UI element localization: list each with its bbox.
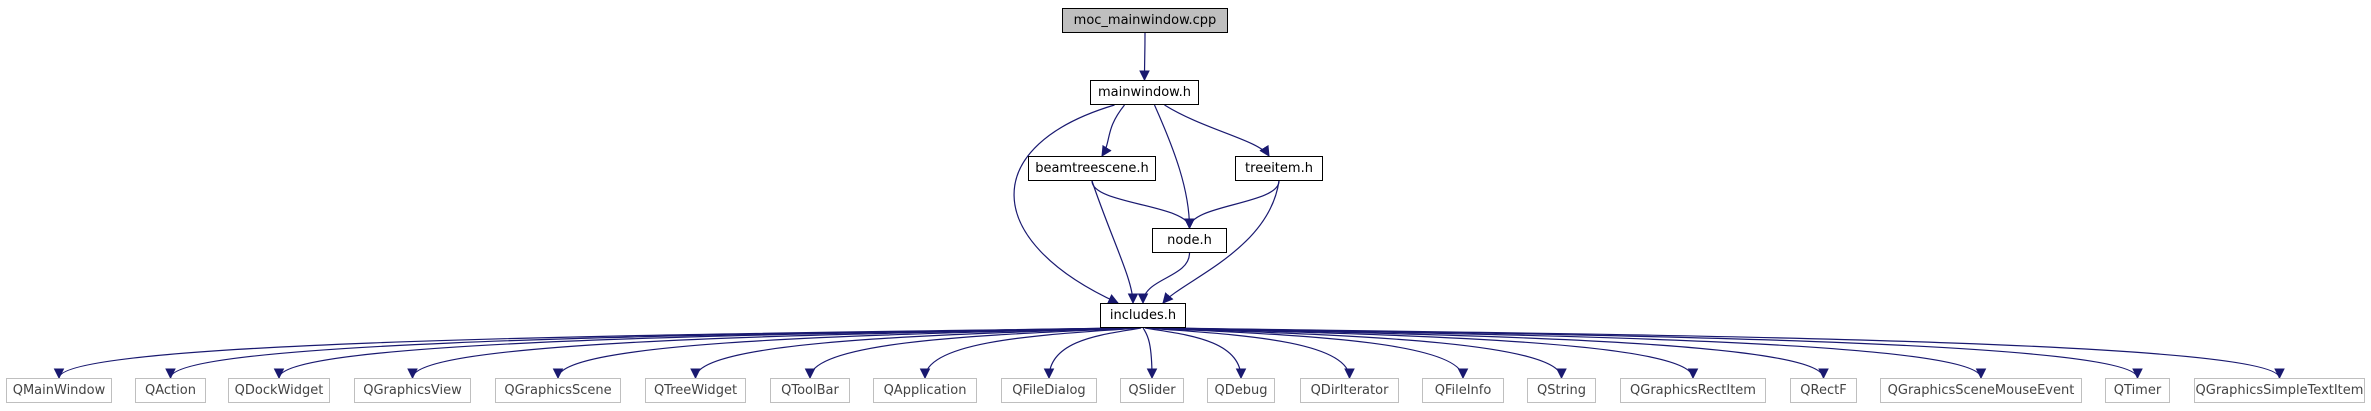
- node-qfileinfo: QFileInfo: [1422, 378, 1504, 403]
- edge-includes-to-qdebug: [1144, 327, 1247, 380]
- edge-treeitem-to-includes: [1162, 180, 1280, 304]
- node-treeitem-h[interactable]: treeitem.h: [1235, 156, 1323, 181]
- node-beamtreescene-h[interactable]: beamtreescene.h: [1028, 156, 1156, 181]
- node-qdiriterator: QDirIterator: [1300, 378, 1399, 403]
- node-qgraphicsrectitem: QGraphicsRectItem: [1620, 378, 1766, 403]
- node-qapplication: QApplication: [873, 378, 977, 403]
- edge-beamtree-to-includes: [1091, 180, 1139, 305]
- edge-includes-to-qgraphicssimpletextitem: [1165, 327, 2285, 380]
- node-qtreewidget: QTreeWidget: [645, 378, 746, 403]
- edge-includes-to-qdiriterator: [1147, 327, 1355, 380]
- node-qfiledialog: QFileDialog: [1001, 378, 1097, 403]
- edge-includes-to-qapplication: [919, 327, 1139, 380]
- node-qdebug: QDebug: [1207, 378, 1275, 403]
- edge-moc-to-mainwindow: [1139, 32, 1150, 82]
- edge-includes-to-qslider: [1142, 327, 1158, 380]
- edge-mainwindow-to-beamtree: [1101, 104, 1125, 157]
- edge-includes-to-qgraphicsscene: [552, 327, 1132, 380]
- edge-includes-to-qfiledialog: [1043, 327, 1142, 380]
- edge-node-to-includes: [1137, 252, 1191, 305]
- node-qgraphicsview: QGraphicsView: [354, 378, 471, 403]
- node-qtoolbar: QToolBar: [770, 378, 850, 403]
- edge-includes-to-qfileinfo: [1149, 327, 1469, 380]
- edge-mainwindow-to-treeitem: [1164, 104, 1270, 157]
- node-mainwindow-h[interactable]: mainwindow.h: [1090, 80, 1199, 105]
- edge-includes-to-qgraphicsview: [407, 327, 1129, 380]
- node-qgraphicsscene: QGraphicsScene: [495, 378, 621, 403]
- node-qstring: QString: [1527, 378, 1596, 403]
- edge-includes-to-qtoolbar: [804, 327, 1137, 380]
- node-node-h[interactable]: node.h: [1152, 228, 1227, 253]
- node-qslider: QSlider: [1120, 378, 1184, 403]
- node-qdockwidget: QDockWidget: [228, 378, 330, 403]
- edge-includes-to-qtreewidget: [690, 327, 1135, 380]
- edge-includes-to-qrectf: [1156, 327, 1829, 380]
- node-moc-mainwindow-cpp[interactable]: moc_mainwindow.cpp: [1062, 8, 1228, 33]
- node-qaction: QAction: [135, 378, 206, 403]
- node-qtimer: QTimer: [2105, 378, 2170, 403]
- edge-includes-to-qstring: [1151, 327, 1567, 380]
- node-qrectf: QRectF: [1790, 378, 1857, 403]
- node-qgraphicssimpletextitem: QGraphicsSimpleTextItem: [2194, 378, 2365, 403]
- edge-treeitem-to-node: [1184, 180, 1280, 230]
- edge-includes-to-qmainwindow: [53, 327, 1122, 380]
- node-qmainwindow: QMainWindow: [6, 378, 112, 403]
- node-includes-h[interactable]: includes.h: [1100, 303, 1186, 328]
- edge-mainwindow-to-node: [1153, 104, 1195, 230]
- node-qgraphicsscenemouseevent: QGraphicsSceneMouseEvent: [1880, 378, 2082, 403]
- edge-mainwindow-to-includes: [1013, 104, 1119, 304]
